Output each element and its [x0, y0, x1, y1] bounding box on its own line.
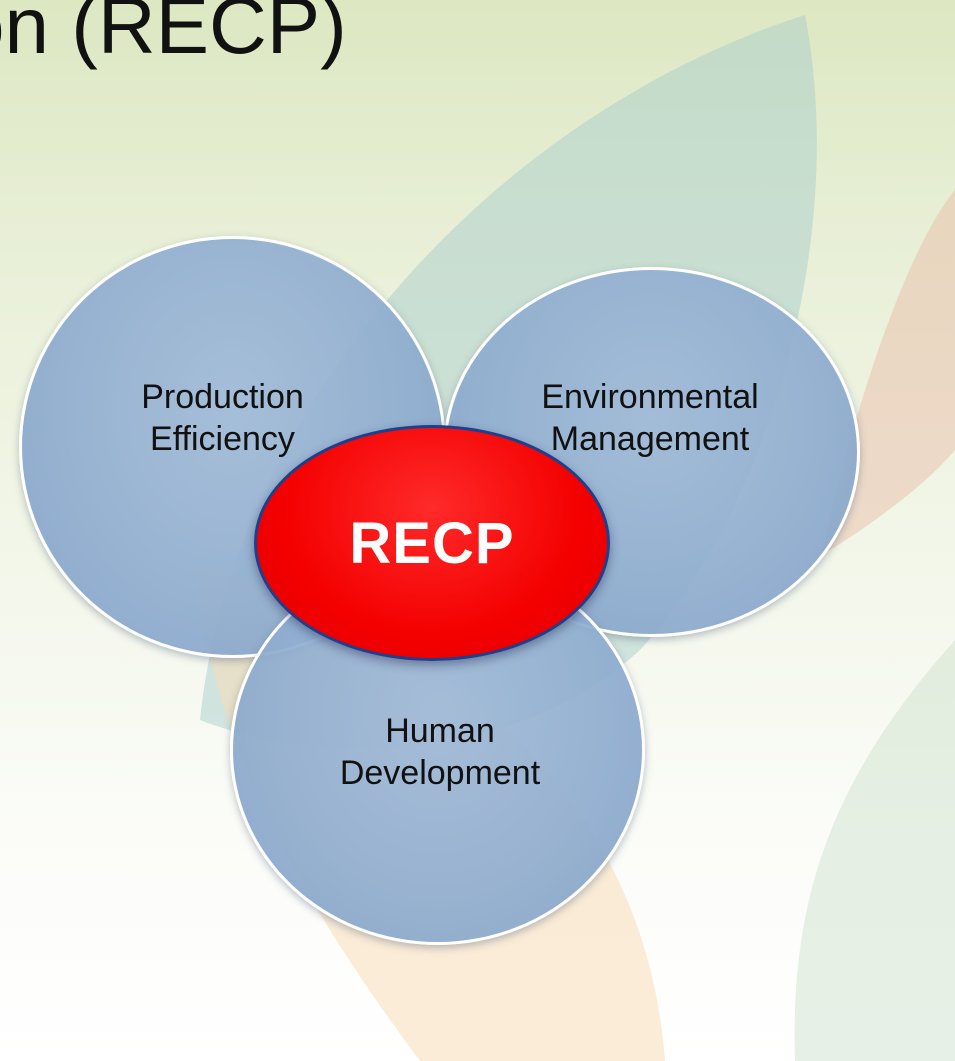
- recp-center-label: RECP: [349, 510, 515, 576]
- recp-center-oval: RECP: [254, 425, 610, 661]
- production-efficiency-label: Production Efficiency: [141, 378, 304, 458]
- slide-title: on (RECP): [0, 0, 347, 70]
- green-leaf-shape: [794, 640, 955, 1061]
- environmental-management-label: Environmental Management: [541, 378, 759, 458]
- human-development-label: Human Development: [339, 712, 541, 792]
